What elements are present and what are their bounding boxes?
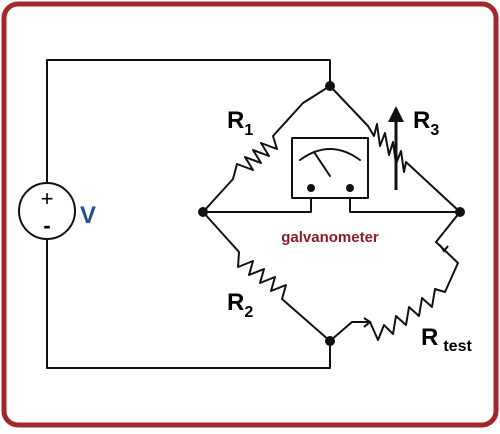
- galvanometer-terminal-left: [307, 184, 315, 192]
- resistor-r3: [329, 85, 461, 213]
- rtest-label-sub: test: [443, 338, 472, 355]
- r1-label-sub: 1: [244, 122, 253, 139]
- galvanometer-needle: [313, 151, 331, 177]
- galvanometer-terminal-right: [346, 184, 354, 192]
- variable-arrow-head: [388, 106, 404, 122]
- frame-border: [1, 1, 499, 428]
- node-right: [455, 207, 465, 217]
- rtest-marker-bottom: [363, 317, 372, 328]
- r2-label-main: R: [227, 289, 244, 316]
- r3-label: R3: [413, 107, 439, 139]
- r3-label-main: R: [413, 107, 430, 134]
- node-left: [198, 207, 208, 217]
- wire-top: [46, 59, 331, 184]
- r1-label-main: R: [227, 107, 244, 134]
- galvanometer-scale: [299, 148, 361, 161]
- r3-label-sub: 3: [430, 122, 439, 139]
- voltage-label: V: [80, 202, 96, 229]
- r1-label: R1: [227, 107, 253, 139]
- galvanometer-box: [291, 137, 369, 199]
- rtest-marker-top: [439, 244, 449, 253]
- voltage-source: [18, 182, 76, 240]
- galvanometer-label: galvanometer: [281, 229, 379, 246]
- r2-label-sub: 2: [244, 304, 253, 321]
- voltage-source-plus: +: [41, 186, 54, 211]
- voltage-source-minus: -: [43, 213, 50, 238]
- node-top: [325, 81, 335, 91]
- rtest-label-main: R: [421, 324, 438, 351]
- resistor-r1: [202, 85, 331, 213]
- resistor-rtest: [329, 211, 461, 342]
- resistor-r2: [202, 211, 331, 342]
- wire-bottom: [46, 239, 331, 369]
- r2-label: R2: [227, 289, 253, 321]
- node-bottom: [325, 336, 335, 346]
